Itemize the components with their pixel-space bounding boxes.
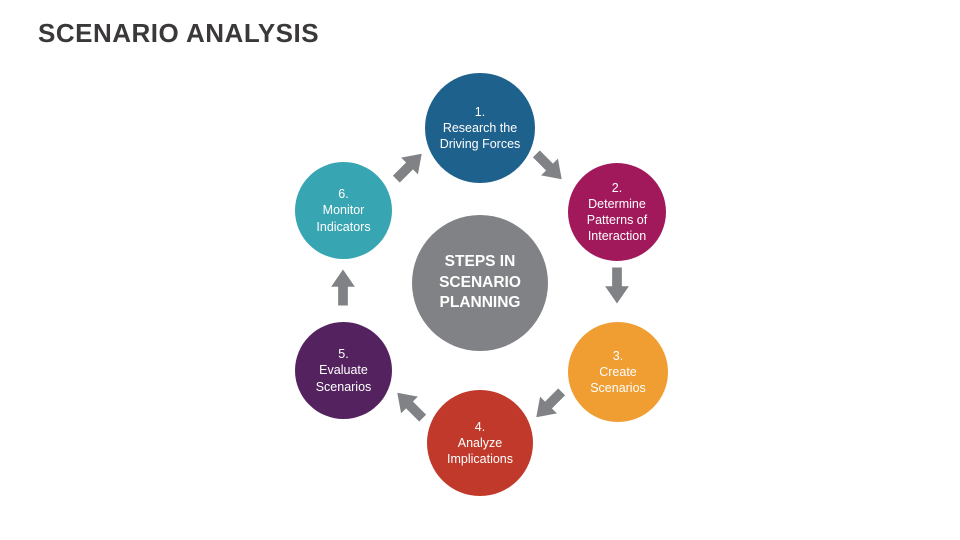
step-circle-5: 5. Evaluate Scenarios: [295, 322, 392, 419]
center-label: STEPS IN SCENARIO PLANNING: [439, 252, 521, 312]
center-circle: STEPS IN SCENARIO PLANNING: [412, 215, 548, 351]
arrow-2-to-3-icon: [604, 268, 631, 304]
step-label: Research the Driving Forces: [439, 120, 521, 152]
step-number: 3.: [612, 348, 624, 363]
step-circle-6: 6. Monitor Indicators: [295, 162, 392, 259]
step-number: 5.: [338, 347, 349, 362]
step-circle-3: 3. Create Scenarios: [568, 322, 668, 422]
step-label: Evaluate Scenarios: [315, 363, 372, 394]
step-circle-4: 4. Analyze Implications: [427, 390, 533, 496]
step-number: 2.: [611, 180, 623, 195]
step-label: Monitor Indicators: [316, 203, 371, 234]
step-circle-1: 1. Research the Driving Forces: [425, 73, 535, 183]
step-number: 6.: [338, 187, 349, 202]
arrow-5-to-6-icon: [330, 270, 357, 306]
step-label: Create Scenarios: [590, 364, 646, 396]
step-circle-2: 2. Determine Patterns of Interaction: [568, 163, 666, 261]
arrow-3-to-4-icon: [527, 382, 572, 427]
step-label: Determine Patterns of Interaction: [586, 196, 648, 244]
step-label: Analyze Implications: [447, 435, 513, 467]
page-title: SCENARIO ANALYSIS: [38, 18, 320, 48]
arrow-4-to-5-icon: [388, 383, 433, 428]
step-number: 1.: [474, 104, 486, 119]
step-number: 4.: [474, 419, 486, 434]
